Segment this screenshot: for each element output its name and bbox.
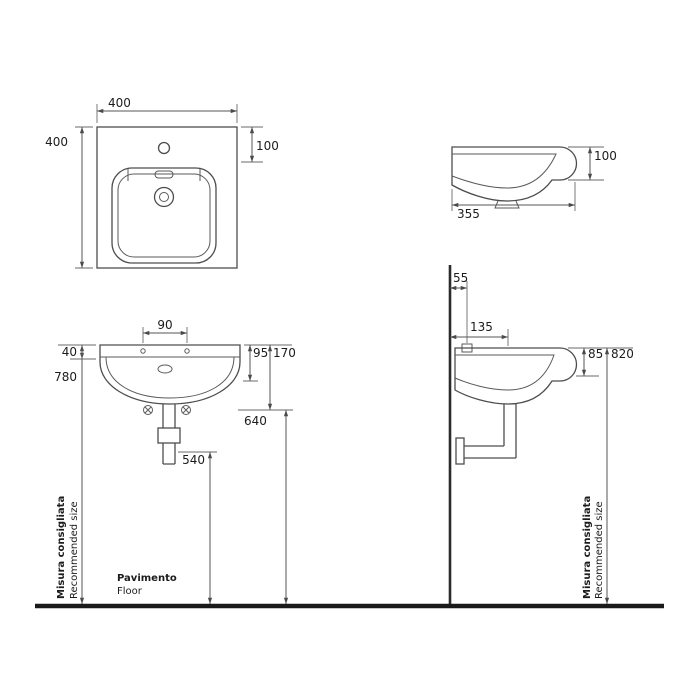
dim-wall-front-edge-drop: 85 [576, 347, 603, 377]
dim-front-rim-thickness: 40 [58, 344, 96, 360]
extension-lines [58, 344, 96, 360]
plan-drain-inner [159, 192, 169, 202]
plan-tap-hole [157, 141, 171, 155]
plan-basin-outline [96, 126, 238, 269]
front-basin-outline [99, 344, 241, 405]
dim-side-front-height: 100 [568, 146, 617, 181]
front-bowl-inner-line [105, 356, 235, 399]
wall-basin-profile-outline [454, 347, 578, 405]
front-screw-left [143, 405, 153, 415]
dim-wall-waste-offset: 135 [450, 320, 509, 346]
dim-front-waste-height: 640 [244, 410, 289, 604]
plan-bowl-ledge-lines [127, 169, 201, 181]
side-profile-inner-line [451, 153, 557, 189]
dim-label-rim-height: 780 [54, 370, 77, 384]
recommended-size-left-italian: Misura consigliata [56, 496, 67, 599]
dim-label-fixing-offset: 55 [453, 271, 468, 285]
wall-basin-profile-inner-line [454, 354, 555, 391]
extension-lines [451, 182, 576, 211]
dim-front-bowl-drop: 170 [238, 345, 296, 411]
dim-label-plan-depth: 400 [45, 135, 68, 149]
front-overflow-hole [157, 364, 173, 374]
screw-icon [143, 405, 153, 415]
dim-label-hole-spacing: 90 [157, 318, 172, 332]
dim-plan-width: 400 [96, 96, 238, 123]
extension-lines [568, 146, 604, 181]
plan-bowl-outer [111, 167, 217, 264]
screw-cross-icon [144, 406, 152, 414]
front-fixing-hole-right [184, 348, 190, 354]
floor-label-italian: Pavimento [117, 573, 177, 584]
dim-label-plan-tap-offset: 100 [256, 139, 279, 153]
plan-view: 400 400 100 [45, 96, 279, 269]
side-profile-view: 100 355 [451, 146, 617, 221]
plan-drain-outer [153, 186, 175, 208]
dim-wall-rim-height: 820 [568, 347, 634, 604]
recommended-size-left-english: Recommended size [69, 501, 80, 599]
dim-label-rim-thickness: 40 [62, 345, 77, 359]
recommended-size-right-italian: Misura consigliata [582, 496, 593, 599]
screw-cross-icon [182, 406, 190, 414]
waste-wall-flange [455, 437, 465, 465]
dim-front-trap-height: 540 [178, 451, 217, 604]
dim-label-waste-offset: 135 [470, 320, 493, 334]
dim-side-depth: 355 [451, 182, 576, 221]
front-screw-right [181, 405, 191, 415]
dim-label-inner-apron: 95 [253, 346, 268, 360]
extension-lines [96, 104, 238, 123]
dim-front-hole-spacing: 90 [142, 318, 188, 343]
front-fixing-hole-left [140, 348, 146, 354]
dim-label-bowl-drop: 170 [273, 346, 296, 360]
dim-plan-depth: 400 [45, 126, 93, 269]
dim-label-side-depth: 355 [457, 207, 480, 221]
front-waste-nut [157, 427, 181, 444]
wall-side-view: 55 135 85 820 Misura consigliata Recomme… [448, 265, 634, 604]
dim-label-side-front-height: 100 [594, 149, 617, 163]
floor-label-english: Floor [117, 586, 143, 597]
dim-label-front-edge-drop: 85 [588, 347, 603, 361]
side-profile-outline [451, 146, 578, 202]
dim-label-trap-height: 540 [182, 453, 205, 467]
dim-label-plan-width: 400 [108, 96, 131, 110]
plan-bowl-inner [117, 173, 211, 258]
dim-label-waste-height: 640 [244, 414, 267, 428]
screw-icon [181, 405, 191, 415]
plan-overflow-slot [154, 170, 174, 179]
dim-label-wall-rim-height: 820 [611, 347, 634, 361]
dim-front-inner-apron: 95 [243, 344, 292, 382]
extension-lines [75, 126, 93, 269]
waste-trap-pipe [463, 404, 517, 459]
dim-front-rim-height: 780 [54, 345, 85, 604]
dim-wall-fixing-offset: 55 [450, 271, 468, 343]
recommended-size-right-english: Recommended size [594, 501, 605, 599]
front-view: 90 40 780 95 170 640 540 [54, 318, 296, 604]
dim-plan-tap-offset: 100 [241, 126, 279, 163]
